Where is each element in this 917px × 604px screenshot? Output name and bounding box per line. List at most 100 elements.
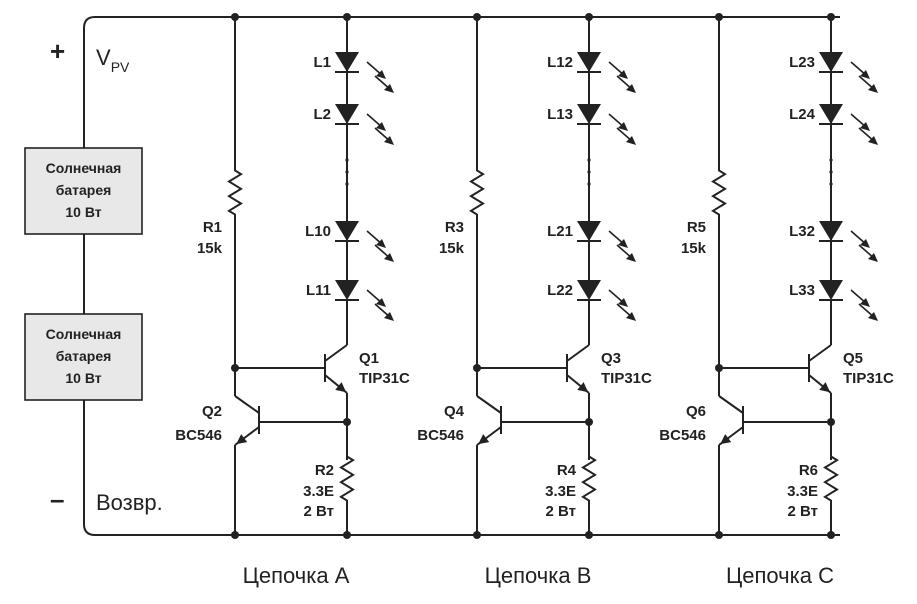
led-3: L21 (547, 221, 636, 262)
base-resistor (469, 17, 485, 368)
power-transistor-type: TIP31C (843, 370, 894, 387)
junction-dot (585, 531, 593, 539)
led-label: L21 (547, 223, 573, 240)
junction-dot (231, 364, 239, 372)
junction-dot (343, 418, 351, 426)
led-label: L2 (313, 106, 331, 123)
svg-text:Солнечная: Солнечная (46, 160, 122, 176)
chain-2: L23L24L32L33Q5TIP31CR515kQ6BC546R63.3E2 … (659, 13, 894, 588)
base-resistor-value: 15k (197, 240, 223, 257)
led-label: L22 (547, 282, 573, 299)
base-resistor-value: 15k (439, 240, 465, 257)
sense-transistor-name: Q4 (444, 403, 465, 420)
power-transistor-name: Q1 (359, 350, 379, 367)
junction-dot (827, 418, 835, 426)
base-resistor-name: R3 (445, 219, 464, 236)
sense-resistor-power: 2 Вт (788, 503, 819, 520)
svg-text:Солнечная: Солнечная (46, 326, 122, 342)
sense-transistor-type: BC546 (417, 427, 464, 444)
sense-resistor-value: 3.3E (303, 483, 334, 500)
junction-dot (827, 531, 835, 539)
led-2: L2 (313, 104, 394, 145)
junction-dot (585, 418, 593, 426)
sense-resistor (581, 422, 597, 535)
led-label: L23 (789, 54, 815, 71)
sense-resistor (823, 422, 839, 535)
led-label: L24 (789, 106, 816, 123)
led-label: L12 (547, 54, 573, 71)
junction-dot (231, 13, 239, 21)
power-transistor (324, 344, 348, 394)
minus-sign: – (50, 484, 64, 514)
source-wire (83, 16, 840, 536)
led-label: L33 (789, 282, 815, 299)
base-resistor-value: 15k (681, 240, 707, 257)
led-4: L11 (306, 280, 394, 321)
chain-caption: Цепочка C (726, 563, 834, 588)
sense-resistor-name: R2 (315, 462, 334, 479)
power-transistor-name: Q5 (843, 350, 863, 367)
svg-text:батарея: батарея (56, 182, 112, 198)
led-1: L1 (313, 52, 394, 93)
sense-transistor-type: BC546 (659, 427, 706, 444)
led-label: L1 (313, 54, 331, 71)
plus-sign: + (50, 36, 65, 66)
junction-dot (827, 13, 835, 21)
solar-panel-bottom: Солнечная батарея 10 Вт (24, 313, 143, 401)
base-resistor (227, 17, 243, 368)
sense-transistor (718, 395, 744, 446)
solar-panel-top: Солнечная батарея 10 Вт (24, 147, 143, 235)
sense-transistor-type: BC546 (175, 427, 222, 444)
led-1: L23 (789, 52, 878, 93)
base-resistor-name: R1 (203, 219, 222, 236)
sense-transistor (476, 395, 502, 446)
sense-transistor-name: Q2 (202, 403, 222, 420)
junction-dot (715, 531, 723, 539)
led-label: L10 (305, 223, 331, 240)
return-label: Возвр. (96, 490, 163, 515)
junction-dot (473, 13, 481, 21)
svg-text:10 Вт: 10 Вт (65, 370, 101, 386)
power-transistor (808, 344, 832, 394)
base-resistor (711, 17, 727, 368)
junction-dot (715, 364, 723, 372)
sense-resistor-power: 2 Вт (546, 503, 577, 520)
junction-dot (231, 531, 239, 539)
power-transistor-type: TIP31C (601, 370, 652, 387)
chain-caption: Цепочка B (485, 563, 592, 588)
led-4: L33 (789, 280, 878, 321)
led-3: L10 (305, 221, 394, 262)
pv-label: VPV (96, 45, 130, 75)
power-transistor-name: Q3 (601, 350, 621, 367)
base-resistor-name: R5 (687, 219, 706, 236)
sense-transistor (234, 395, 260, 446)
led-label: L13 (547, 106, 573, 123)
junction-dot (343, 13, 351, 21)
led-1: L12 (547, 52, 636, 93)
led-2: L13 (547, 104, 636, 145)
sense-resistor-power: 2 Вт (304, 503, 335, 520)
sense-resistor-value: 3.3E (545, 483, 576, 500)
junction-dot (585, 13, 593, 21)
sense-resistor-value: 3.3E (787, 483, 818, 500)
junction-dot (473, 531, 481, 539)
power-transistor (566, 344, 590, 394)
junction-dot (715, 13, 723, 21)
junction-dot (473, 364, 481, 372)
led-3: L32 (789, 221, 878, 262)
junction-dot (343, 531, 351, 539)
led-4: L22 (547, 280, 636, 321)
chain-caption: Цепочка A (243, 563, 350, 588)
led-label: L32 (789, 223, 815, 240)
svg-text:10 Вт: 10 Вт (65, 204, 101, 220)
sense-resistor-name: R4 (557, 462, 577, 479)
sense-resistor (339, 422, 355, 535)
power-transistor-type: TIP31C (359, 370, 410, 387)
led-label: L11 (306, 282, 331, 299)
svg-text:батарея: батарея (56, 348, 112, 364)
led-2: L24 (789, 104, 878, 145)
